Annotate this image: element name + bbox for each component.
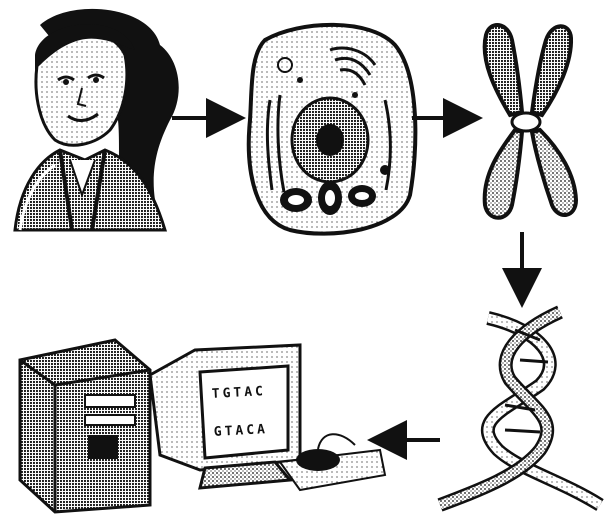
screen-line-2: GTACA (213, 422, 268, 440)
desktop-computer-icon: TGTAC GTACA (20, 340, 385, 512)
dna-double-helix-icon (440, 312, 600, 505)
woman-portrait-icon (15, 9, 179, 230)
screen-line-1: TGTAC (211, 384, 266, 402)
chromosome-icon (485, 25, 576, 218)
cell-icon (249, 25, 416, 234)
